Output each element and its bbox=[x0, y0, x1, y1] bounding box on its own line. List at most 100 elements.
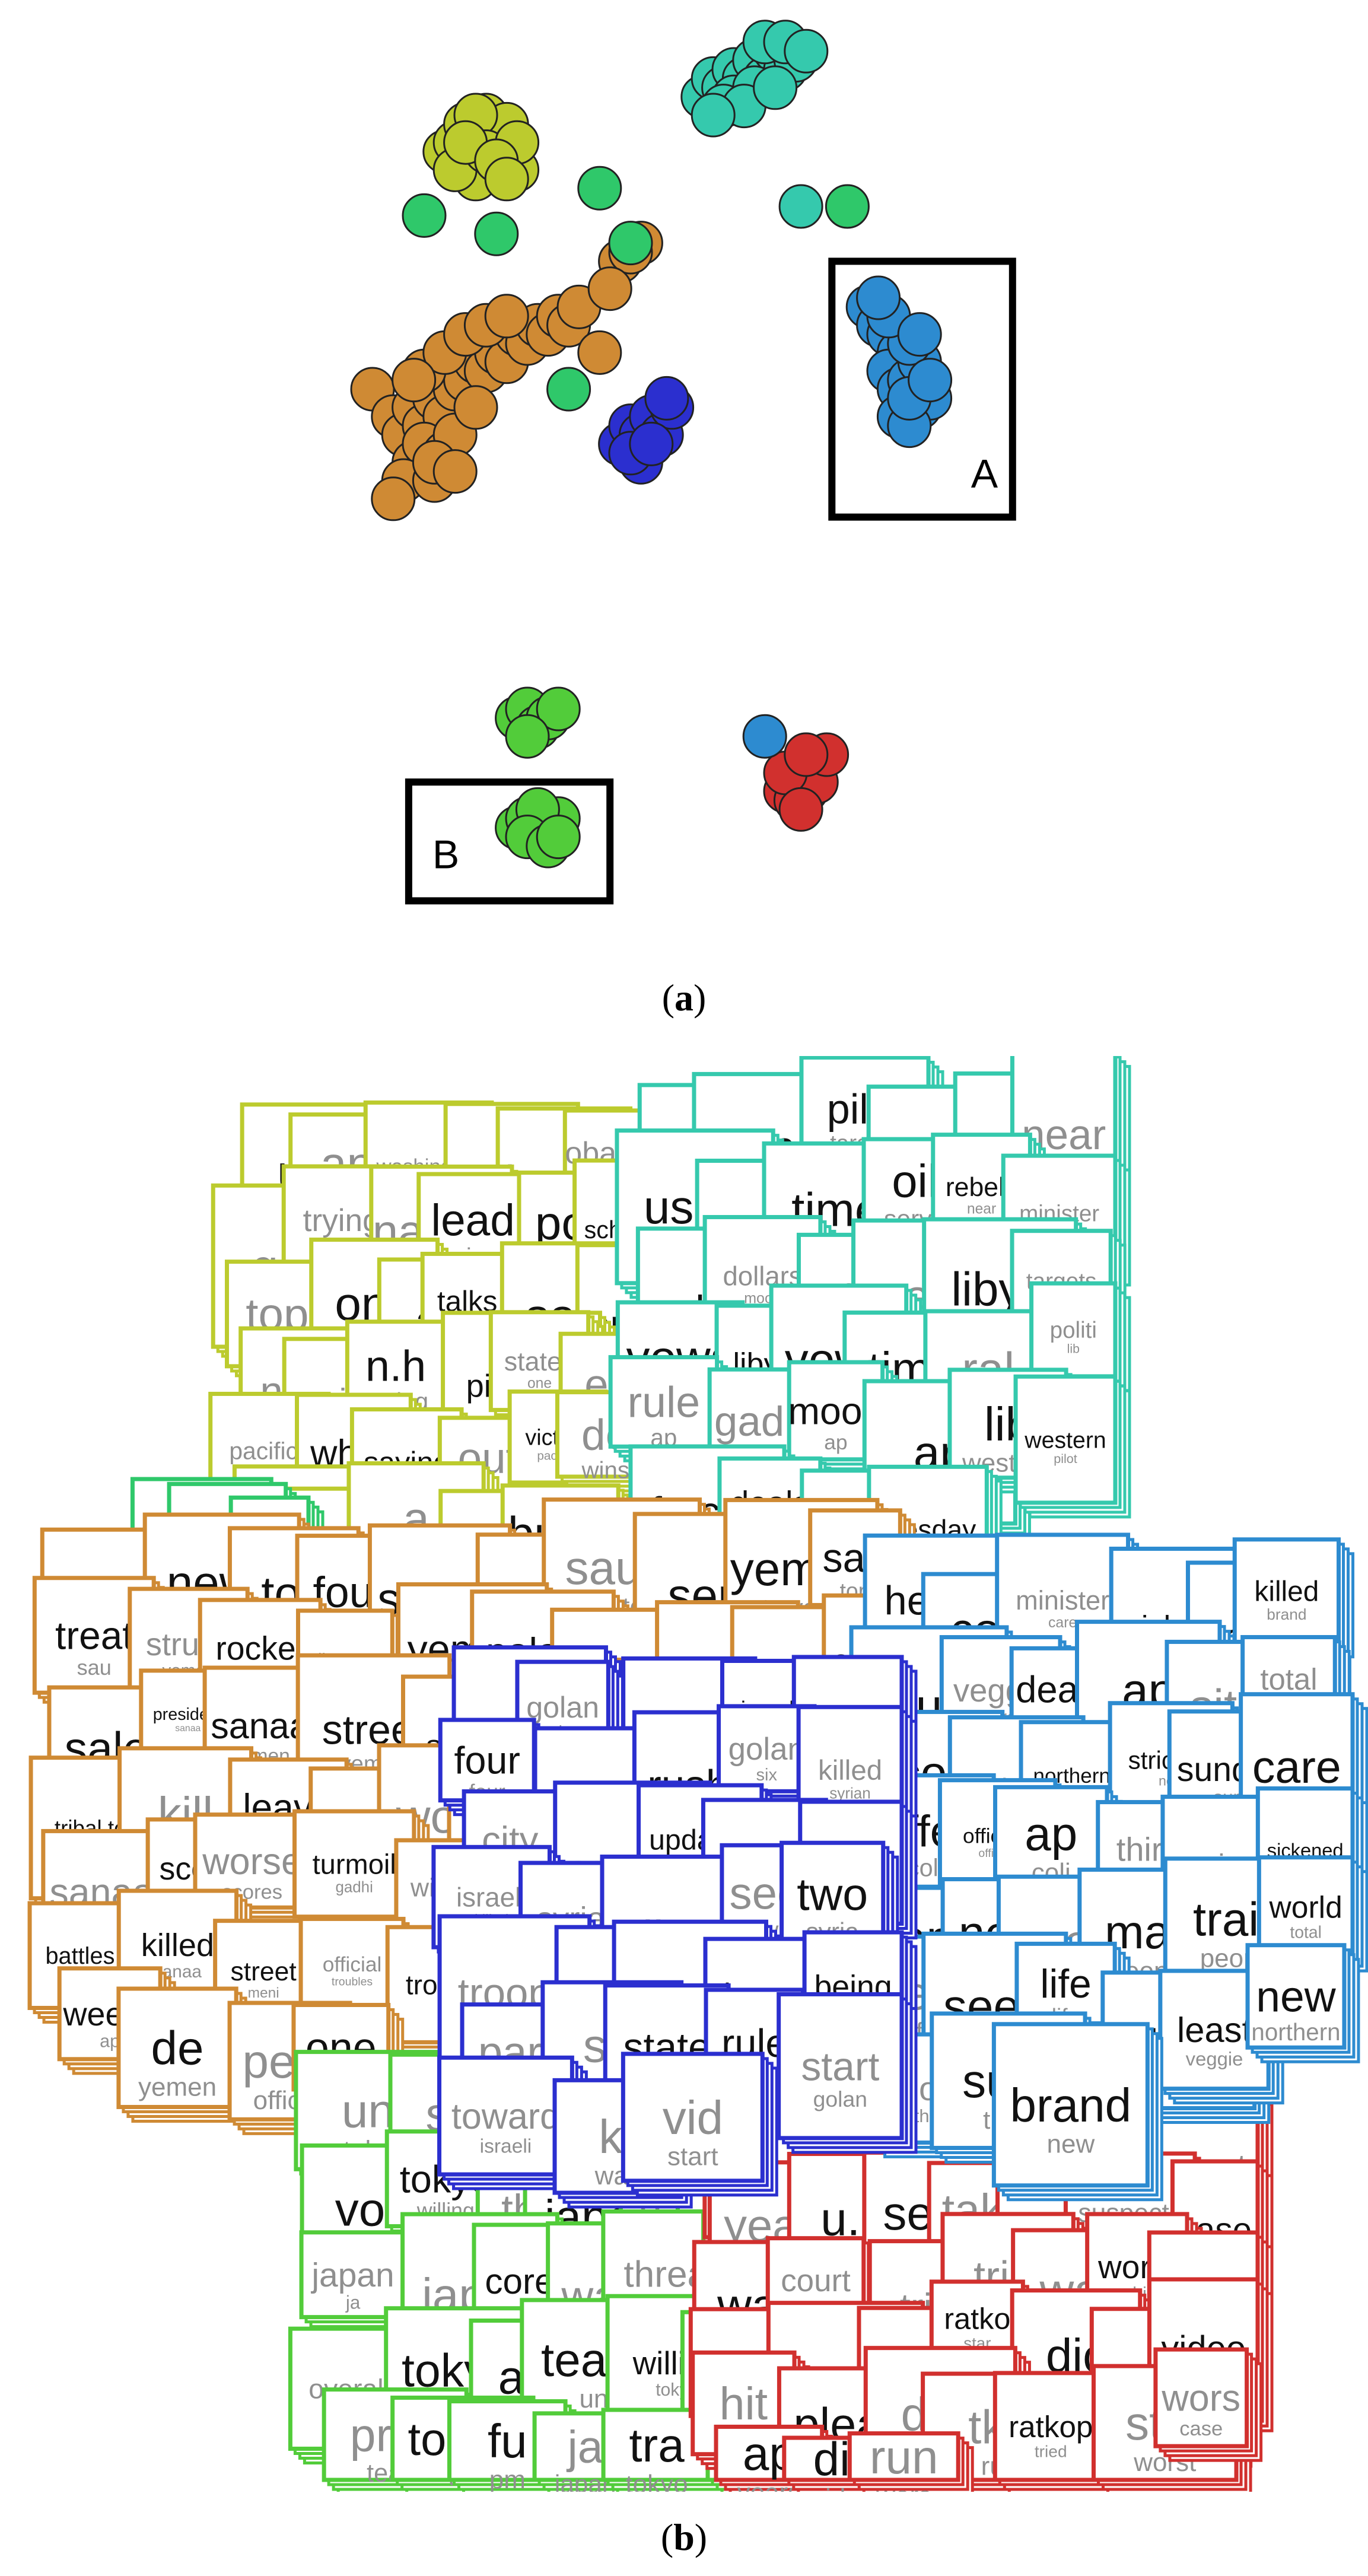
scatter-series-green bbox=[402, 166, 870, 412]
caption-b-letter: b bbox=[673, 2516, 695, 2558]
word-tile-text: wins bbox=[581, 1457, 629, 1484]
scatter-series-orange bbox=[350, 221, 663, 521]
word-tile-text: worse bbox=[202, 1841, 302, 1882]
word-tile-text: golan bbox=[526, 1691, 599, 1724]
word-tile-text: run bbox=[870, 2431, 938, 2483]
word-tile-text: wors bbox=[1161, 2378, 1240, 2419]
word-tile-text: life bbox=[1040, 1962, 1091, 2006]
word-tile-group-navy: syrianisraeligolancitykilledlineisraelib… bbox=[431, 1645, 918, 2209]
word-tile-text: ja bbox=[345, 2292, 361, 2313]
word-tile-text: ratkop bbox=[1008, 2410, 1093, 2444]
scatter-point bbox=[784, 28, 829, 74]
scatter-point bbox=[644, 376, 689, 421]
word-tile-text: one bbox=[527, 1375, 552, 1391]
highlight-box-b bbox=[405, 778, 614, 905]
word-tile-text: wors bbox=[876, 2482, 931, 2492]
word-tile-text: japan bbox=[310, 2256, 394, 2294]
word-tile-text: gadhi bbox=[336, 1879, 373, 1896]
word-tile-text: syrian bbox=[829, 1784, 871, 1802]
scatter-point bbox=[897, 312, 942, 357]
word-tile-text: northern bbox=[1251, 2018, 1340, 2046]
scatter-point bbox=[536, 815, 581, 860]
scatter-point bbox=[474, 211, 519, 256]
word-tile-text: veggie bbox=[1186, 2048, 1243, 2070]
word-tile-text: six bbox=[756, 1766, 777, 1785]
word-tile-text: toward bbox=[451, 2096, 560, 2136]
word-tile-text: near bbox=[967, 1201, 996, 1217]
caption-a-letter: a bbox=[675, 977, 693, 1019]
word-tile-text: brand bbox=[1010, 2079, 1132, 2132]
scatter-point bbox=[825, 184, 870, 229]
word-tile-group-teal: sitschiefaprebelspilottargetschiefruleat… bbox=[608, 1056, 1131, 1608]
scatter-plot: AB bbox=[350, 20, 1016, 905]
word-tile-text: israeli bbox=[456, 1882, 527, 1913]
word-tile-text: lib bbox=[1067, 1342, 1080, 1356]
scatter-point bbox=[908, 358, 953, 403]
word-tile-text: start bbox=[801, 2044, 879, 2089]
caption-a: (a) bbox=[661, 977, 707, 1019]
word-tile-text: golan bbox=[728, 1732, 805, 1767]
scatter-point bbox=[371, 476, 416, 521]
word-tile-text: politi bbox=[1050, 1318, 1097, 1343]
highlight-box-label: B bbox=[432, 832, 459, 877]
word-tile-text: de bbox=[151, 2022, 204, 2075]
word-tile-text: western bbox=[1024, 1427, 1106, 1453]
word-tile-text: total bbox=[1260, 1662, 1317, 1696]
word-tile-text: street bbox=[231, 1957, 297, 1986]
word-tile-text: troubles bbox=[332, 1975, 373, 1988]
word-tile-text: sanaa bbox=[175, 1723, 201, 1734]
word-tile-text: care bbox=[1252, 1742, 1341, 1793]
scatter-point bbox=[784, 732, 829, 777]
scatter-point bbox=[453, 385, 498, 430]
word-tile-text: new bbox=[1047, 2130, 1095, 2159]
scatter-series-blue bbox=[845, 275, 953, 449]
word-tile-text: court bbox=[781, 2263, 851, 2298]
word-tile-text: care bbox=[1048, 1615, 1077, 1631]
word-tile-text: n.h bbox=[365, 1341, 426, 1390]
highlight-box-label: A bbox=[971, 451, 998, 497]
scatter-point bbox=[753, 65, 798, 110]
word-tile: runwors bbox=[847, 2431, 974, 2492]
word-tile-text: oil bbox=[892, 1156, 938, 1207]
word-tile-text: rule bbox=[628, 1378, 700, 1427]
word-tile-text: tokyo bbox=[625, 2470, 688, 2492]
word-cloud-panel: u.seatingappostwashingtononeeatingpacifi… bbox=[27, 1056, 1368, 2492]
scatter-series-navy bbox=[598, 376, 695, 485]
scatter-series-red bbox=[763, 732, 850, 832]
word-tile-text: sanaa bbox=[211, 1706, 309, 1746]
scatter-point bbox=[629, 421, 674, 466]
word-tile-text: world bbox=[1269, 1890, 1342, 1924]
word-tile-text: lead bbox=[431, 1195, 514, 1245]
scatter-point bbox=[778, 787, 823, 832]
scatter-point bbox=[546, 367, 591, 412]
scatter-point bbox=[778, 184, 823, 229]
word-tile-text: rocket bbox=[215, 1630, 305, 1667]
word-tile-group-blue: healthsickenedcolisitsministercaresicken… bbox=[849, 1532, 1368, 2202]
scatter-point bbox=[587, 266, 632, 311]
word-tile-text: fu bbox=[488, 2415, 527, 2467]
caption-b: (b) bbox=[660, 2516, 708, 2558]
word-tile-text: case bbox=[1179, 2418, 1223, 2440]
word-tile-text: turmoil bbox=[313, 1848, 396, 1879]
word-tile-text: trying bbox=[303, 1203, 380, 1238]
word-tile-text: least bbox=[1177, 2010, 1252, 2050]
word-tile-text: tried bbox=[1035, 2442, 1067, 2461]
word-tile-text: two bbox=[797, 1869, 868, 1920]
word-tile-text: start bbox=[667, 2142, 718, 2171]
word-tile-text: vid bbox=[663, 2091, 723, 2144]
scatter-point bbox=[402, 193, 447, 238]
word-tile-text: meni bbox=[248, 1985, 279, 2001]
scatter-point bbox=[608, 221, 653, 266]
scatter-series-teal bbox=[680, 20, 829, 229]
scatter-point bbox=[505, 714, 550, 759]
word-tile-text: sau bbox=[77, 1655, 112, 1680]
word-tile-text: minister bbox=[1016, 1585, 1109, 1615]
scatter-point bbox=[856, 275, 901, 320]
word-tile-text: golan bbox=[813, 2087, 867, 2111]
word-tile-text: ratko bbox=[944, 2302, 1010, 2336]
